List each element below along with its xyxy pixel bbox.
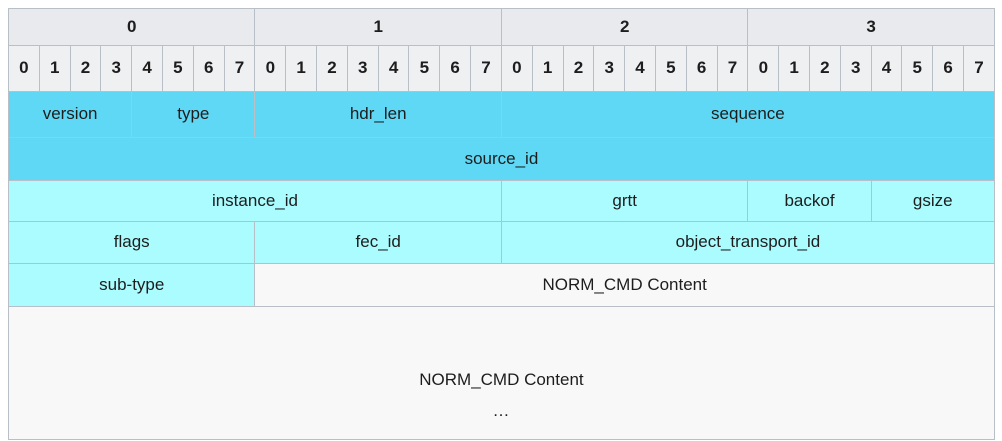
bit-header-10: 2: [316, 45, 348, 92]
bit-header-23: 7: [716, 45, 749, 92]
field-backof: backof: [747, 180, 872, 222]
bit-header-6: 6: [192, 45, 225, 92]
bit-header-5: 5: [161, 45, 194, 92]
field-type: type: [131, 91, 256, 138]
field-row-0: version type hdr_len sequence: [7, 91, 995, 138]
bit-header-13: 5: [408, 45, 441, 92]
bit-header-21: 5: [654, 45, 687, 92]
bit-header-16: 0: [500, 45, 533, 92]
bit-header-28: 4: [870, 45, 903, 92]
field-flags: flags: [7, 221, 256, 264]
byte-header-1: 1: [254, 8, 502, 46]
bit-header-27: 3: [839, 45, 872, 92]
norm-cmd-content-label: NORM_CMD Content: [419, 369, 584, 389]
field-fec-id: fec_id: [254, 221, 502, 264]
field-row-1: source_id: [8, 137, 995, 181]
bit-header-17: 1: [531, 45, 564, 92]
bit-header-18: 2: [562, 45, 595, 92]
byte-header-2: 2: [500, 8, 749, 46]
bit-header-24: 0: [747, 45, 780, 92]
field-row-5: NORM_CMD Content …: [8, 306, 995, 440]
field-hdr-len: hdr_len: [254, 91, 502, 138]
field-object-transport-id: object_transport_id: [500, 221, 995, 264]
continuation-ellipsis: …: [492, 401, 511, 420]
field-sub-type: sub-type: [7, 263, 256, 307]
byte-header-3: 3: [747, 8, 995, 46]
bit-header-31: 7: [962, 45, 995, 92]
field-version: version: [7, 91, 133, 138]
bit-header-19: 3: [593, 45, 626, 92]
bit-header-26: 2: [809, 45, 841, 92]
packet-bit-table: 0 1 2 3 0 1 2 3 4 5 6 7 0 1 2 3 4 5: [7, 8, 995, 440]
bit-header-12: 4: [377, 45, 410, 92]
bit-header-22: 6: [685, 45, 718, 92]
bit-header-2: 2: [69, 45, 102, 92]
field-norm-cmd-content-continued: NORM_CMD Content …: [8, 306, 995, 440]
packet-header-diagram: 0 1 2 3 0 1 2 3 4 5 6 7 0 1 2 3 4 5: [7, 8, 995, 440]
bit-header-29: 5: [901, 45, 934, 92]
bit-header-8: 0: [254, 45, 287, 92]
bit-header-7: 7: [223, 45, 256, 92]
field-gsize: gsize: [870, 180, 995, 222]
bit-header-11: 3: [346, 45, 379, 92]
field-instance-id: instance_id: [8, 180, 502, 222]
bit-header-15: 7: [470, 45, 502, 92]
field-row-3: flags fec_id object_transport_id: [7, 221, 995, 264]
bit-header-4: 4: [131, 45, 163, 92]
bit-header-row: 0 1 2 3 4 5 6 7 0 1 2 3 4 5 6 7 0 1 2 3: [8, 45, 995, 92]
field-row-2: instance_id grtt backof gsize: [8, 180, 995, 222]
bit-header-0: 0: [8, 45, 40, 92]
field-row-4: sub-type NORM_CMD Content: [7, 263, 995, 307]
byte-header-row: 0 1 2 3: [7, 8, 995, 46]
bit-header-1: 1: [38, 45, 71, 92]
bit-header-20: 4: [624, 45, 656, 92]
field-grtt: grtt: [500, 180, 749, 222]
field-sequence: sequence: [500, 91, 995, 138]
field-source-id: source_id: [8, 137, 995, 181]
field-norm-cmd-content: NORM_CMD Content: [254, 263, 995, 307]
bit-header-3: 3: [100, 45, 133, 92]
bit-header-30: 6: [932, 45, 964, 92]
bit-header-9: 1: [285, 45, 318, 92]
byte-header-0: 0: [7, 8, 256, 46]
bit-header-14: 6: [439, 45, 472, 92]
bit-header-25: 1: [778, 45, 810, 92]
